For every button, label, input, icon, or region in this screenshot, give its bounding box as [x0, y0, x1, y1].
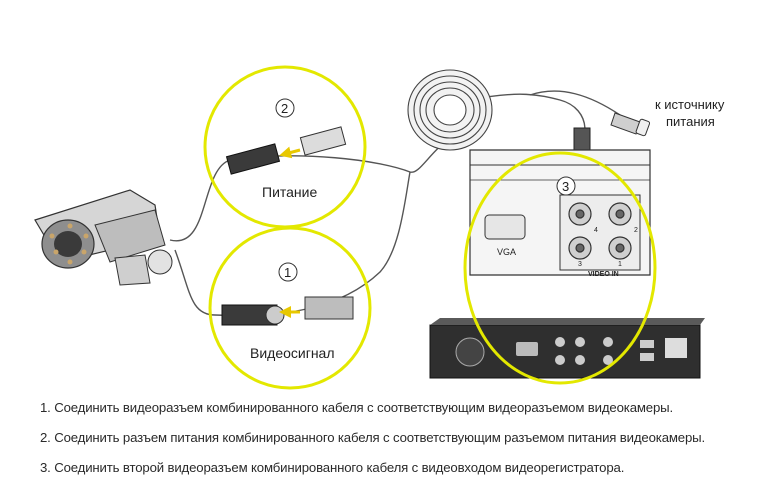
recorder-fan [455, 337, 485, 367]
step-1-badge [278, 262, 298, 282]
video-label: Видеосигнал [250, 345, 335, 361]
cable-coil-icon [407, 69, 493, 151]
vga-label: VGA [497, 247, 516, 257]
power-connector-closeup [225, 126, 347, 175]
camera-mount [147, 249, 173, 275]
highlight-ring-video [208, 226, 372, 390]
cable-to-power [529, 90, 621, 116]
power-cable [169, 134, 456, 242]
highlight-ring-power [203, 65, 367, 229]
port-number-2: 2 [634, 227, 638, 234]
recorder-panel-zoom: VGA 4 2 3 1 VIDEO IN [469, 149, 651, 278]
instruction-2: 2. Соединить разъем питания комбинирован… [40, 430, 706, 445]
video-connector-closeup [221, 296, 354, 326]
cable-to-recorder [469, 93, 586, 131]
step-1-number: 1 [284, 265, 291, 280]
camera-ir-leds [49, 223, 89, 265]
camera-lens-center [54, 231, 82, 257]
instructions-list: 1. Соединить видеоразъем комбинированног… [40, 398, 750, 488]
power-source-label-line1: к источнику [655, 97, 725, 112]
highlight-rings [203, 65, 657, 390]
camera-body [94, 209, 166, 263]
port-number-3: 3 [578, 261, 582, 268]
recorder-device [429, 318, 705, 379]
cables [169, 90, 621, 317]
step-3-badge [556, 176, 576, 196]
camera-bracket [114, 254, 151, 286]
step-2-badge [275, 98, 295, 118]
camera-illustration [34, 189, 173, 286]
instruction-1: 1. Соединить видеоразъем комбинированног… [40, 400, 674, 415]
step-3-number: 3 [562, 179, 569, 194]
power-source-label-line2: питания [666, 114, 715, 129]
video-in-label: VIDEO IN [588, 271, 619, 278]
vga-port [484, 214, 526, 240]
port-number-4: 4 [594, 227, 598, 234]
power-label: Питание [262, 184, 317, 200]
power-plug-icon [610, 112, 651, 137]
step-2-number: 2 [281, 101, 288, 116]
instruction-3: 3. Соединить второй видеоразъем комбинир… [40, 460, 625, 475]
video-in-ports [568, 202, 632, 260]
port-number-1: 1 [618, 261, 622, 268]
highlight-ring-recorder [463, 151, 657, 385]
